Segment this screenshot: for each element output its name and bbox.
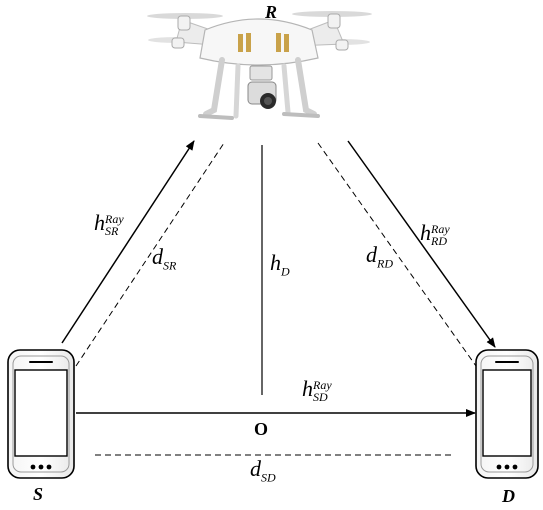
sr-distance-label: dSR: [152, 244, 177, 273]
origin-label: O: [254, 419, 269, 439]
destination-phone-icon: [475, 349, 539, 479]
source-phone-icon: [7, 349, 75, 479]
rd-channel-arrow: [347, 140, 496, 348]
rd-distance-label: dRD: [366, 242, 393, 271]
rd-distance-line: [317, 142, 477, 367]
sd-distance-label: dSD: [250, 456, 276, 485]
drone-icon: [147, 11, 372, 120]
height-label: hD: [270, 250, 290, 279]
destination-label: D: [502, 486, 515, 506]
sr-channel-arrow: [61, 140, 195, 344]
source-label: S: [33, 484, 44, 504]
relay-label: R: [265, 2, 278, 22]
sr-distance-line: [75, 142, 225, 367]
